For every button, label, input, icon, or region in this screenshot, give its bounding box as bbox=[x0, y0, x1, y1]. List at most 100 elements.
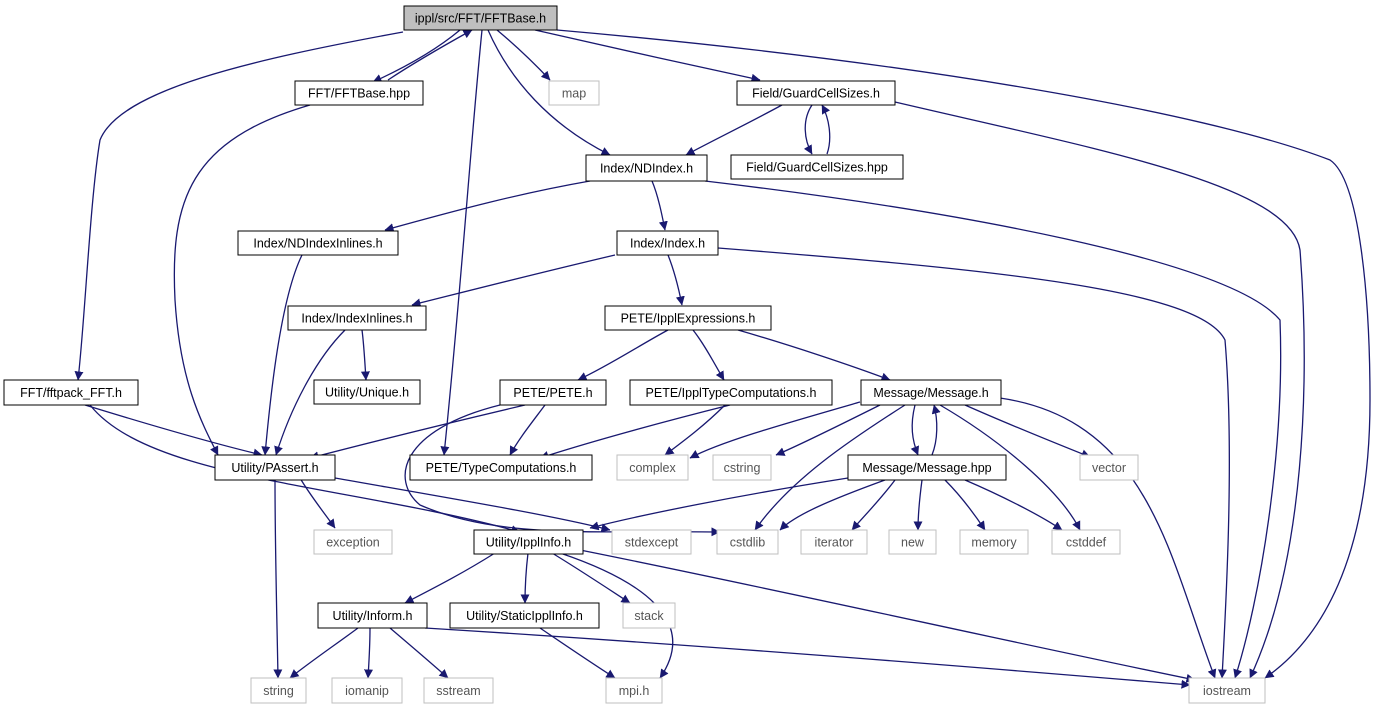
edge bbox=[520, 552, 530, 604]
node-inform[interactable]: Utility/Inform.h bbox=[317, 602, 428, 629]
edge bbox=[496, 29, 551, 81]
edge bbox=[931, 404, 941, 456]
node-staticipplinfo[interactable]: Utility/StaticIpplInfo.h bbox=[449, 602, 600, 629]
node-label: iomanip bbox=[345, 684, 389, 698]
edges bbox=[74, 29, 1371, 689]
edge bbox=[964, 404, 1091, 459]
edge bbox=[779, 479, 886, 531]
node-label: PETE/TypeComputations.h bbox=[426, 461, 577, 475]
edge bbox=[689, 401, 861, 459]
node-memory[interactable]: memory bbox=[959, 529, 1029, 555]
node-message-h[interactable]: Message/Message.h bbox=[860, 379, 1002, 406]
node-label: complex bbox=[629, 461, 676, 475]
edge bbox=[387, 29, 473, 81]
node-label: Index/NDIndexInlines.h bbox=[253, 237, 382, 251]
edge bbox=[651, 180, 668, 231]
node-ndindex[interactable]: Index/NDIndex.h bbox=[585, 154, 708, 182]
edge bbox=[717, 247, 1230, 679]
edge bbox=[384, 180, 591, 233]
node-vector[interactable]: vector bbox=[1079, 454, 1139, 481]
node-index[interactable]: Index/Index.h bbox=[616, 230, 719, 256]
node-ndindexinlines[interactable]: Index/NDIndexInlines.h bbox=[237, 230, 399, 256]
node-passert[interactable]: Utility/PAssert.h bbox=[214, 454, 336, 481]
node-label: stdexcept bbox=[625, 536, 679, 550]
node-label: sstream bbox=[436, 684, 480, 698]
edge bbox=[539, 404, 731, 460]
node-label: memory bbox=[971, 536, 1017, 550]
node-complex[interactable]: complex bbox=[616, 454, 689, 481]
node-exception[interactable]: exception bbox=[313, 529, 393, 555]
node-label: Field/GuardCellSizes.h bbox=[752, 87, 880, 101]
edge bbox=[667, 254, 685, 306]
node-pete[interactable]: PETE/PETE.h bbox=[499, 379, 607, 406]
edge bbox=[84, 404, 263, 458]
edge bbox=[775, 404, 881, 456]
node-stack[interactable]: stack bbox=[622, 602, 676, 629]
node-fftbase-h[interactable]: ippl/src/FFT/FFTBase.h bbox=[403, 5, 558, 31]
node-mpi[interactable]: mpi.h bbox=[605, 677, 663, 704]
node-indexinlines[interactable]: Index/IndexInlines.h bbox=[287, 305, 427, 331]
node-cstring[interactable]: cstring bbox=[712, 454, 772, 481]
node-label: iostream bbox=[1203, 684, 1251, 698]
node-label: Index/IndexInlines.h bbox=[301, 312, 412, 326]
node-unique[interactable]: Utility/Unique.h bbox=[313, 379, 421, 405]
edge bbox=[939, 404, 1081, 531]
edge bbox=[539, 627, 616, 679]
edge bbox=[534, 29, 761, 83]
edge bbox=[299, 477, 336, 529]
node-fftpack[interactable]: FFT/fftpack_FFT.h bbox=[3, 379, 139, 406]
node-iomanip[interactable]: iomanip bbox=[331, 677, 403, 704]
edge bbox=[999, 397, 1217, 679]
node-label: Message/Message.hpp bbox=[862, 461, 991, 475]
nodes: ippl/src/FFT/FFTBase.h FFT/FFTBase.hpp m… bbox=[3, 5, 1266, 704]
node-label: ippl/src/FFT/FFTBase.h bbox=[415, 12, 546, 26]
node-label: Utility/Unique.h bbox=[325, 386, 409, 400]
node-label: map bbox=[562, 87, 586, 101]
edge bbox=[685, 104, 783, 156]
node-label: cstring bbox=[724, 461, 761, 475]
node-ipplexpressions[interactable]: PETE/IpplExpressions.h bbox=[604, 305, 772, 331]
node-cstdlib[interactable]: cstdlib bbox=[716, 529, 779, 555]
node-label: Utility/IpplInfo.h bbox=[486, 536, 572, 550]
edge bbox=[273, 477, 283, 679]
edge bbox=[577, 329, 669, 381]
node-new[interactable]: new bbox=[888, 529, 937, 555]
node-label: Field/GuardCellSizes.hpp bbox=[746, 161, 888, 175]
node-label: PETE/IpplTypeComputations.h bbox=[646, 386, 817, 400]
node-cstddef[interactable]: cstddef bbox=[1051, 529, 1121, 555]
edge bbox=[851, 479, 896, 531]
node-label: Utility/StaticIpplInfo.h bbox=[466, 609, 583, 623]
node-stdexcept[interactable]: stdexcept bbox=[611, 529, 692, 555]
edge bbox=[364, 627, 374, 679]
node-label: Message/Message.h bbox=[873, 386, 988, 400]
node-label: cstddef bbox=[1066, 536, 1107, 550]
edge bbox=[664, 404, 726, 456]
node-label: Index/Index.h bbox=[630, 237, 705, 251]
node-label: Index/NDIndex.h bbox=[600, 162, 693, 176]
node-message-hpp[interactable]: Message/Message.hpp bbox=[847, 454, 1007, 481]
node-label: iterator bbox=[815, 536, 854, 550]
node-sstream[interactable]: sstream bbox=[423, 677, 494, 704]
node-iterator[interactable]: iterator bbox=[800, 529, 868, 555]
node-label: string bbox=[263, 684, 294, 698]
node-string[interactable]: string bbox=[250, 677, 307, 704]
edge bbox=[704, 180, 1282, 679]
edge bbox=[389, 627, 449, 679]
edge bbox=[754, 404, 906, 531]
node-map[interactable]: map bbox=[548, 80, 600, 106]
node-gcs-h[interactable]: Field/GuardCellSizes.h bbox=[736, 80, 896, 106]
edge bbox=[173, 104, 311, 456]
node-ipplinfo[interactable]: Utility/IpplInfo.h bbox=[473, 529, 584, 555]
node-label: new bbox=[901, 536, 925, 550]
edge bbox=[821, 104, 831, 155]
node-iostream[interactable]: iostream bbox=[1188, 677, 1266, 704]
edge bbox=[803, 104, 813, 155]
edge bbox=[579, 549, 1196, 683]
node-fftbase-hpp[interactable]: FFT/FFTBase.hpp bbox=[294, 80, 424, 106]
edge bbox=[274, 329, 346, 456]
node-label: FFT/FFTBase.hpp bbox=[308, 87, 410, 101]
node-ippltypecomputations[interactable]: PETE/IpplTypeComputations.h bbox=[629, 379, 833, 406]
node-typecomputations[interactable]: PETE/TypeComputations.h bbox=[409, 454, 593, 481]
node-gcs-hpp[interactable]: Field/GuardCellSizes.hpp bbox=[730, 154, 904, 180]
